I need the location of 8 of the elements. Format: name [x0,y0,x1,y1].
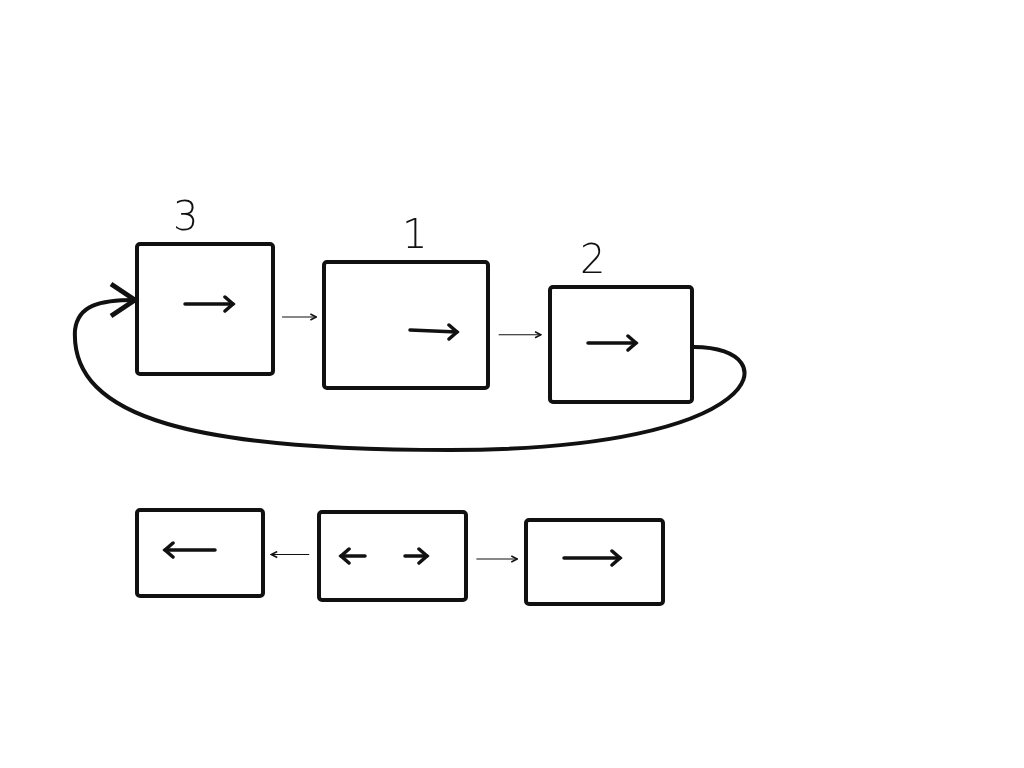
arrow [475,555,519,563]
box-number: 2 [580,237,606,281]
box-number: 1 [402,212,428,256]
arrow [498,331,542,339]
arrow [73,281,746,452]
arrow [281,313,318,321]
arrow [270,550,310,559]
box-number: 3 [173,194,199,238]
